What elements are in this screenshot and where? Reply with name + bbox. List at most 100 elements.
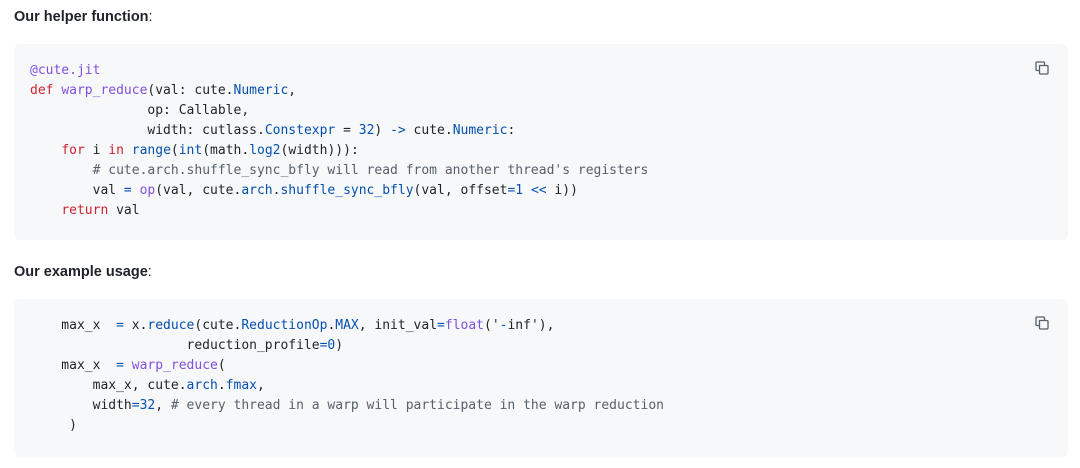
code-token [124, 358, 132, 373]
code-token: i [84, 143, 109, 158]
copy-icon [1035, 61, 1049, 75]
code-line: op: Callable, [30, 103, 249, 118]
code-line: return val [30, 203, 140, 218]
heading-colon: : [148, 9, 153, 25]
code-token: warp_reduce [61, 83, 148, 98]
code-token: = [319, 338, 328, 353]
code-line: @cute.jit [30, 63, 100, 78]
code-token: width [30, 398, 132, 413]
code-token: reduction_profile [30, 338, 320, 353]
code-line: def warp_reduce(val: cute.Numeric, [30, 83, 296, 98]
code-token: = [116, 358, 124, 373]
code-token: ( [170, 143, 179, 158]
code-token: MAX [335, 318, 359, 333]
helper-function-heading: Our helper function: [14, 7, 153, 27]
heading-colon: : [147, 264, 152, 280]
usage-code[interactable]: max_x = x.reduce(cute.ReductionOp.MAX, i… [30, 316, 664, 436]
code-line: max_x = x.reduce(cute.ReductionOp.MAX, i… [30, 318, 554, 333]
code-token: fmax [225, 378, 257, 393]
code-token [124, 143, 132, 158]
code-token: val [108, 203, 140, 218]
copy-button[interactable] [1032, 58, 1052, 78]
code-token: = [437, 318, 445, 333]
code-token: (val: cute. [147, 83, 234, 98]
code-token: 32 [139, 398, 156, 413]
heading-text: Our helper function [14, 9, 149, 25]
code-token: (math. [202, 143, 250, 158]
heading-text: Our example usage [14, 264, 148, 280]
code-token: 32 [358, 123, 375, 138]
code-token: # cute.arch.shuffle_sync_bfly will read … [92, 163, 649, 178]
code-token: Constexpr [264, 123, 336, 138]
code-token: return [61, 203, 109, 218]
code-token [132, 183, 140, 198]
code-token: max_x, cute. [30, 378, 187, 393]
code-token: = [116, 318, 124, 333]
code-token: arch [186, 378, 218, 393]
code-token [30, 203, 61, 218]
code-token: (val, offset [413, 183, 508, 198]
usage-code-block[interactable]: max_x = x.reduce(cute.ReductionOp.MAX, i… [14, 299, 1068, 457]
helper-code[interactable]: @cute.jit def warp_reduce(val: cute.Nume… [30, 61, 648, 221]
code-line: for i in range(int(math.log2(width))): [30, 143, 359, 158]
code-token [30, 163, 93, 178]
code-token: ReductionOp [241, 318, 328, 333]
code-token: . [217, 378, 226, 393]
code-token [523, 183, 531, 198]
code-token: (cute. [194, 318, 242, 333]
code-token: i)) [546, 183, 578, 198]
code-token: , [155, 398, 171, 413]
code-token [30, 143, 61, 158]
code-token: ) [374, 123, 391, 138]
code-token: : [507, 123, 516, 138]
code-token: . [327, 318, 336, 333]
code-token: = [123, 183, 132, 198]
code-token: (val, cute. [155, 183, 242, 198]
code-token: = [507, 183, 516, 198]
code-line: width: cutlass.Constexpr = 32) -> cute.N… [30, 123, 515, 138]
code-token: in [108, 143, 124, 158]
code-token: warp_reduce [131, 358, 218, 373]
code-token: max_x [30, 318, 117, 333]
code-token: width: cutlass. [30, 123, 265, 138]
code-token: @cute.jit [30, 63, 101, 78]
code-token: << [530, 183, 547, 198]
code-token: def [30, 83, 62, 98]
code-line: ) [30, 418, 77, 433]
code-line: max_x = warp_reduce( [30, 358, 225, 373]
code-token: max_x [30, 358, 117, 373]
code-token: for [61, 143, 85, 158]
helper-code-block[interactable]: @cute.jit def warp_reduce(val: cute.Nume… [14, 44, 1068, 240]
code-token: , [257, 378, 265, 393]
code-line: width=32, # every thread in a warp will … [30, 398, 664, 413]
code-token: op: Callable, [30, 103, 250, 118]
code-line: reduction_profile=0) [30, 338, 344, 353]
code-token: Numeric [452, 123, 508, 138]
code-token: , [288, 83, 297, 98]
code-token: Numeric [233, 83, 289, 98]
code-token: 1 [515, 183, 524, 198]
code-line: val = op(val, cute.arch.shuffle_sync_bfl… [30, 183, 578, 198]
code-token: # every thread in a warp will participat… [170, 398, 664, 413]
code-token: x. [123, 318, 148, 333]
code-token: op [139, 183, 156, 198]
code-token: cute. [405, 123, 453, 138]
code-token: val [30, 183, 124, 198]
code-token: 0 [327, 338, 336, 353]
code-token: arch [241, 183, 273, 198]
code-token: (width))): [280, 143, 359, 158]
code-token: . [272, 183, 281, 198]
code-token: ) [335, 338, 344, 353]
code-token: = [335, 123, 359, 138]
code-token: float [444, 318, 484, 333]
example-usage-heading: Our example usage: [14, 262, 152, 282]
code-token: range [131, 143, 171, 158]
code-token: , init_val [358, 318, 438, 333]
code-token: ) [30, 418, 77, 433]
code-token: reduce [147, 318, 195, 333]
code-token: inf'), [507, 318, 555, 333]
copy-button[interactable] [1032, 313, 1052, 333]
code-token: -> [390, 123, 406, 138]
code-line: # cute.arch.shuffle_sync_bfly will read … [30, 163, 649, 178]
